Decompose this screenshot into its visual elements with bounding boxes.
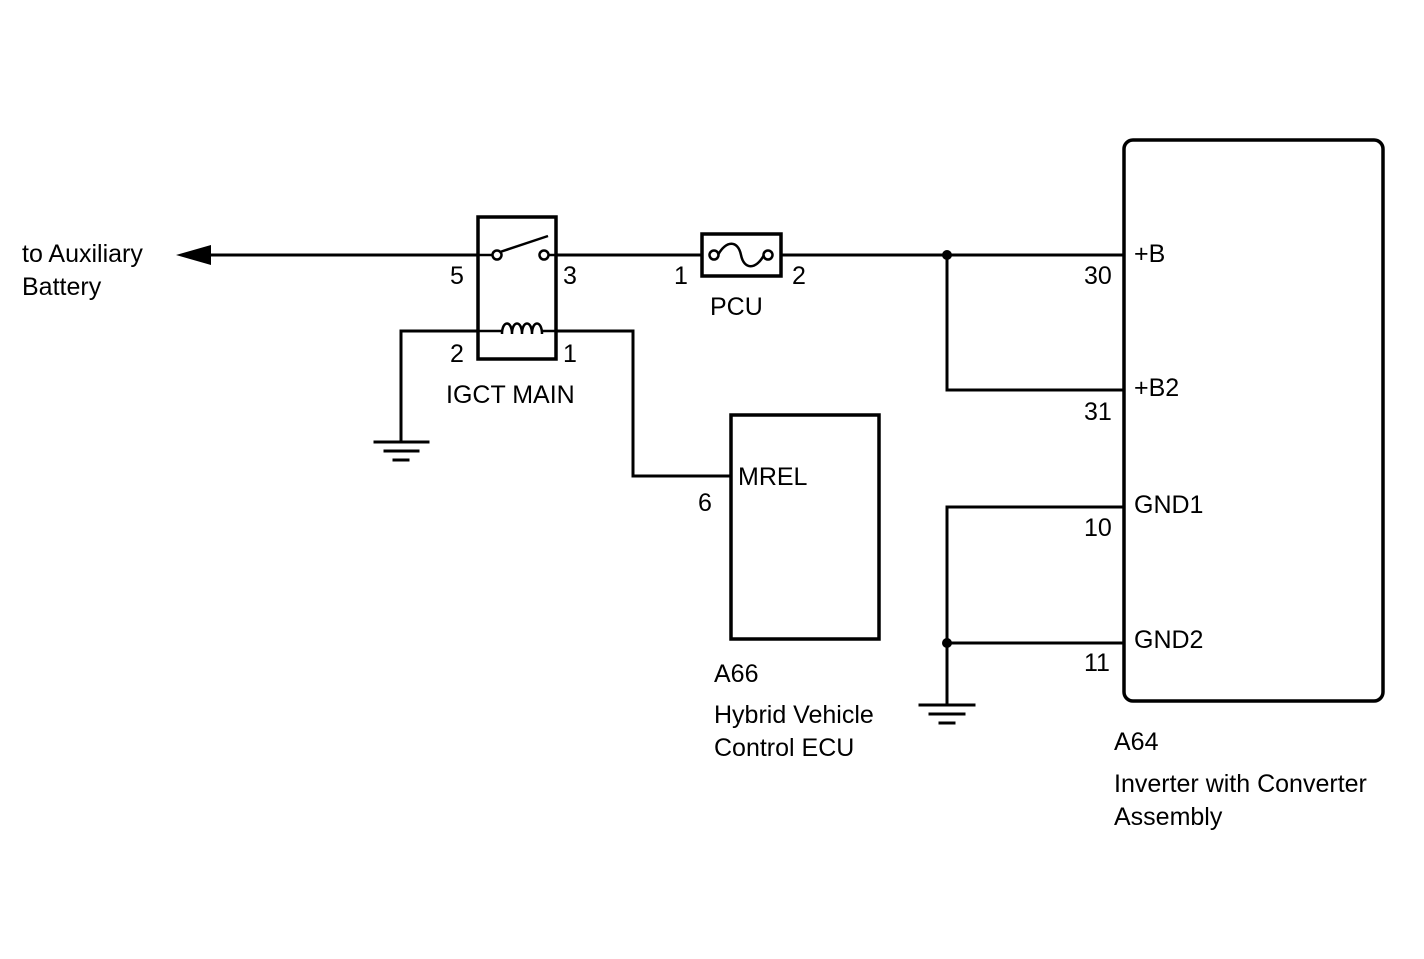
- inverter-code: A64: [1114, 728, 1159, 756]
- inverter-body: [1122, 138, 1385, 703]
- fuse-pin-1: 1: [674, 262, 688, 290]
- relay-pin-5: 5: [450, 262, 464, 290]
- inverter-terminal-gnd2-pin: 11: [1084, 649, 1110, 677]
- wire-relay-coil-to-ground: [399, 329, 480, 444]
- inverter-name-line1: Inverter with Converter: [1114, 770, 1367, 798]
- ecu-code: A66: [714, 660, 758, 688]
- fuse-pcu: 1 2 PCU: [674, 232, 806, 321]
- ecu-name-line2: Control ECU: [714, 734, 854, 762]
- auxiliary-battery-connection: to Auxiliary Battery: [22, 240, 480, 301]
- inverter-terminal-plus-b2-label: +B2: [1134, 374, 1179, 402]
- ecu-a66: MREL 6 A66 Hybrid Vehicle Control ECU: [698, 413, 881, 762]
- fuse-icon: [708, 242, 774, 268]
- relay-pin-3: 3: [563, 262, 577, 290]
- relay-name: IGCT MAIN: [446, 381, 575, 409]
- ecu-name-line1: Hybrid Vehicle: [714, 701, 874, 729]
- inverter-a64: +B 30 +B2 31 GND1 10 GND2 11 A64 Inverte…: [1084, 138, 1385, 831]
- ecu-body: [729, 413, 881, 641]
- inverter-name-line2: Assembly: [1114, 803, 1223, 831]
- relay-pin-2: 2: [450, 340, 464, 368]
- inverter-terminal-gnd1-pin: 10: [1084, 514, 1112, 542]
- relay-igct-main: 5 3 2 1 IGCT MAIN: [446, 215, 577, 409]
- wire-to-plus-b2: [945, 253, 1126, 392]
- inverter-terminal-plus-b-label: +B: [1134, 240, 1165, 268]
- junction-dot-ground: [942, 638, 952, 648]
- relay-pin-1: 1: [563, 340, 577, 368]
- ecu-terminal-mrel-label: MREL: [738, 463, 808, 491]
- ground-icon: [373, 440, 430, 462]
- relay-switch-icon: [478, 234, 556, 261]
- battery-label-line2: Battery: [22, 273, 102, 301]
- ground-icon: [918, 703, 976, 725]
- fuse-name: PCU: [710, 293, 763, 321]
- wire-relay-coil-to-mrel: [554, 329, 733, 478]
- inverter-terminal-gnd1-label: GND1: [1134, 491, 1203, 519]
- ecu-terminal-mrel-pin: 6: [698, 489, 712, 517]
- inverter-terminal-plus-b2-pin: 31: [1084, 398, 1112, 426]
- fuse-pin-2: 2: [792, 262, 806, 290]
- battery-label-line1: to Auxiliary: [22, 240, 143, 268]
- inverter-terminal-plus-b-pin: 30: [1084, 262, 1112, 290]
- relay-coil-icon: [478, 322, 556, 335]
- inverter-terminal-gnd2-label: GND2: [1134, 626, 1203, 654]
- arrow-left-icon: [176, 245, 211, 265]
- relay-body: [476, 215, 558, 361]
